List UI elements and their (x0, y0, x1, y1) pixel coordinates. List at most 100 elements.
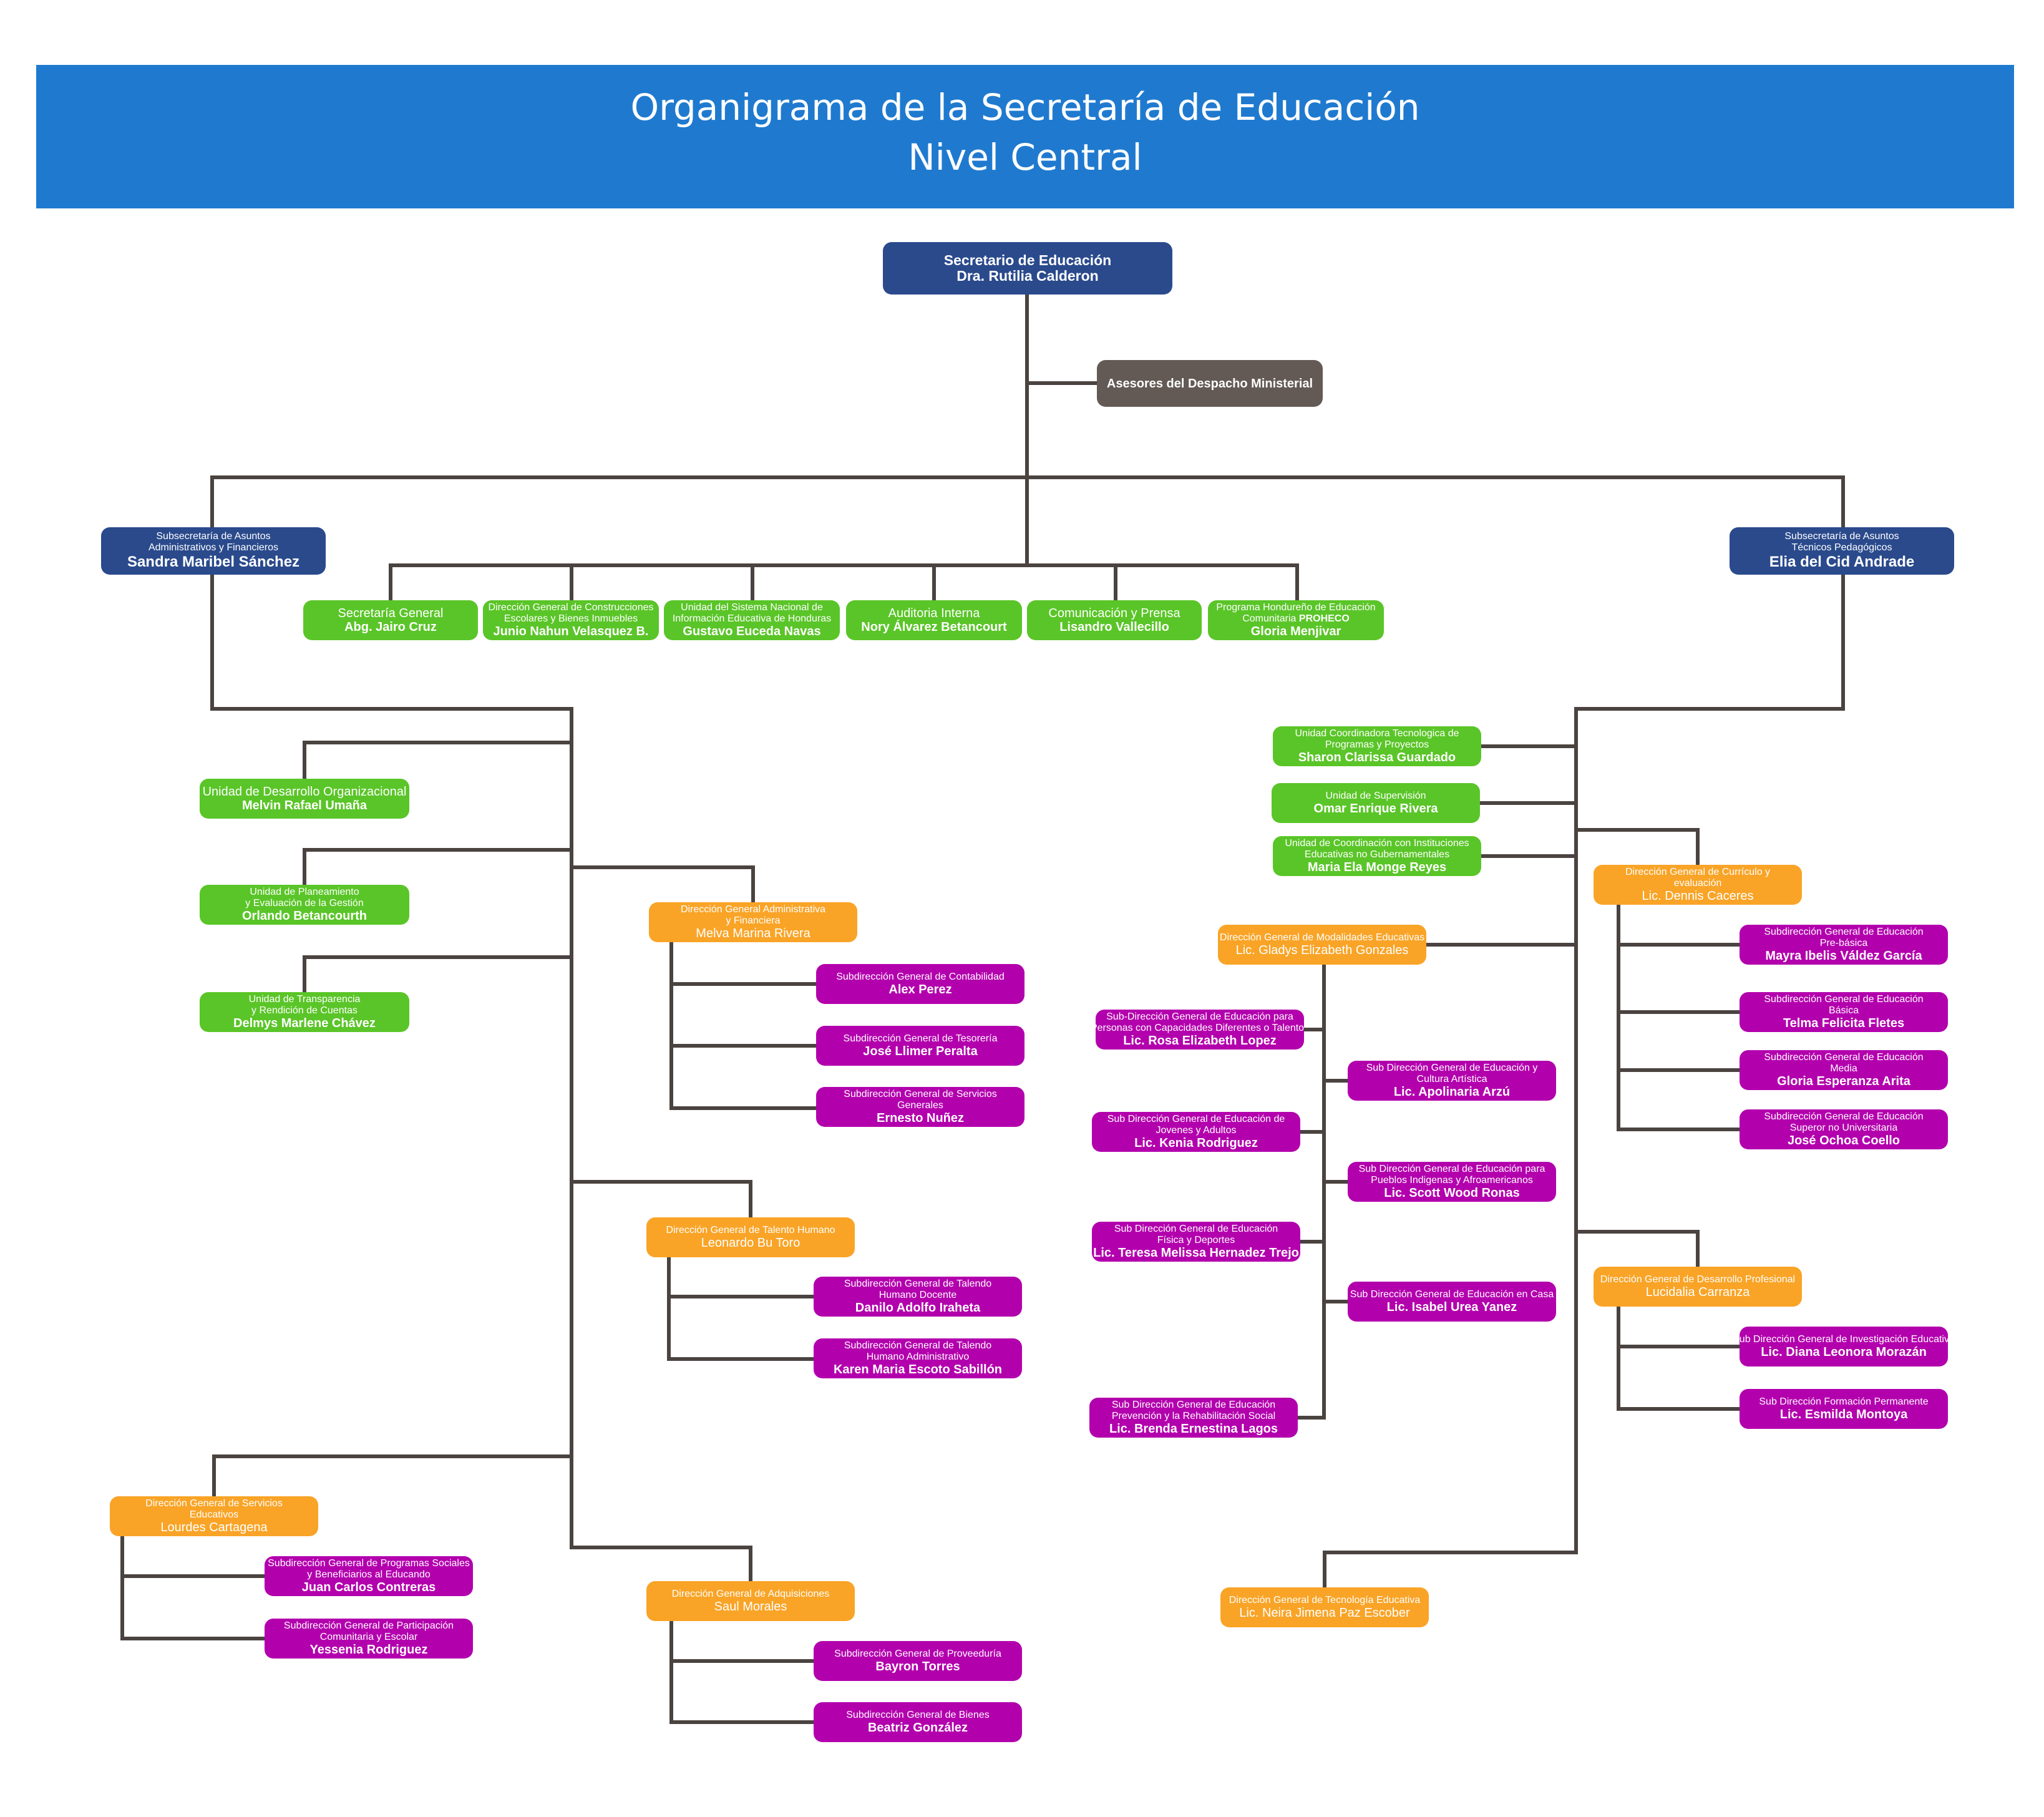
dg-administrativa: Dirección General Administrativa y Finan… (649, 902, 857, 942)
sub-talento-administrativo: Subdirección General de Talendo Humano A… (814, 1338, 1022, 1378)
unit-title-1: Dirección General de Construcciones (488, 602, 654, 613)
sub-admin-name: Sandra Maribel Sánchez (127, 553, 300, 570)
advisors-title: Asesores del Despacho Ministerial (1106, 376, 1313, 391)
sub-title-2: Pueblos Indigenas y Afroamericanos (1371, 1175, 1533, 1186)
unit-name: Gustavo Euceda Navas (683, 625, 821, 638)
sub-title-2: Humano Administrativo (866, 1352, 970, 1362)
unit-title-2: y Evaluación de la Gestión (245, 898, 364, 908)
unit-name: Gloria Menjivar (1250, 625, 1341, 638)
sub-name: Lic. Brenda Ernestina Lagos (1109, 1422, 1278, 1436)
unit-title-1: Unidad del Sistema Nacional de (681, 602, 823, 613)
header-banner: Organigrama de la Secretaría de Educació… (36, 65, 2014, 208)
unit-comunicacion-prensa: Comunicación y Prensa Lisandro Vallecill… (1027, 600, 1202, 640)
sub-title-2: y Beneficiarios al Educando (307, 1569, 431, 1580)
dg-name: Melva Marina Rivera (696, 927, 810, 940)
dg-name: Lic. Dennis Caceres (1642, 889, 1754, 903)
unit-title-2: Comunitaria PROHECO (1242, 613, 1350, 625)
sub-formacion-permanente: Sub Dirección Formación Permanente Lic. … (1740, 1389, 1948, 1429)
page-title: Organigrama de la Secretaría de Educació… (630, 86, 1420, 129)
unit-name: Delmys Marlene Chávez (233, 1016, 376, 1030)
unit-title-2: y Rendición de Cuentas (251, 1005, 358, 1016)
unit-name: Omar Enrique Rivera (1313, 802, 1438, 816)
unit-title-1: Unidad de Planeamiento (250, 887, 359, 897)
sub-contabilidad: Subdirección General de Contabilidad Ale… (816, 964, 1024, 1004)
sub-prevencion-rehabilitacion: Sub Dirección General de Educación Preve… (1089, 1398, 1298, 1438)
dg-name: Lourdes Cartagena (160, 1521, 268, 1534)
dg-name: Leonardo Bu Toro (701, 1236, 801, 1250)
sub-title-2: Cultura Artística (1416, 1074, 1487, 1084)
unit-title: Unidad de Supervisión (1325, 791, 1426, 801)
unit-title-1: Programa Hondureño de Educación (1216, 602, 1376, 613)
sub-title: Subdirección General de Proveeduría (834, 1649, 1001, 1659)
sub-jovenes-adultos: Sub Dirección General de Educación de Jo… (1092, 1112, 1300, 1152)
unit-title-1: Unidad Coordinadora Tecnologica de (1295, 728, 1459, 739)
secretary-title: Secretario de Educación (943, 252, 1112, 268)
sub-title-1: Sub Dirección General de Educación de (1107, 1114, 1285, 1124)
sub-name: Lic. Kenia Rodriguez (1134, 1136, 1258, 1150)
sub-prebasica: Subdirección General de Educación Pre-bá… (1740, 925, 1948, 965)
sub-bienes: Subdirección General de Bienes Beatriz G… (814, 1702, 1022, 1742)
dg-talento-humano: Dirección General de Talento Humano Leon… (646, 1217, 855, 1257)
sub-title-2: Básica (1828, 1005, 1859, 1016)
dg-title-2: Educativos (189, 1509, 239, 1520)
dg-name: Lic. Gladys Elizabeth Gonzales (1235, 943, 1409, 957)
unit-coordinadora-tecnologica: Unidad Coordinadora Tecnologica de Progr… (1273, 726, 1481, 766)
unit-name: Junio Nahun Velasquez B. (493, 625, 649, 638)
sub-name: Lic. Diana Leonora Morazán (1761, 1345, 1927, 1359)
sub-admin-title-2: Administrativos y Financieros (148, 542, 279, 553)
dg-title: Dirección General de Desarrollo Profesio… (1600, 1274, 1796, 1285)
dg-title-1: Dirección General Administrativa (680, 904, 826, 915)
unit-name: Sharon Clarissa Guardado (1298, 751, 1456, 764)
sub-talento-docente: Subdirección General de Talendo Humano D… (814, 1277, 1022, 1317)
unit-title: Unidad de Desarrollo Organizacional (202, 785, 407, 799)
sub-name: Telma Felicita Fletes (1783, 1016, 1905, 1030)
sub-title-2: Media (1830, 1063, 1857, 1074)
secretary-name: Dra. Rutilia Calderon (956, 268, 1099, 284)
sub-educacion-en-casa: Sub Dirección General de Educación en Ca… (1348, 1282, 1556, 1322)
unit-title: Secretaría General (338, 606, 444, 620)
sub-programas-sociales: Subdirección General de Programas Social… (265, 1556, 473, 1596)
sub-participacion-comunitaria: Subdirección General de Participación Co… (265, 1619, 473, 1659)
sub-title-2: Generales (897, 1100, 943, 1111)
unit-planeamiento: Unidad de Planeamiento y Evaluación de l… (200, 885, 409, 925)
unit-name: Orlando Betancourth (241, 909, 367, 923)
sub-title-2: Superor no Universitaria (1789, 1123, 1898, 1133)
dg-title: Dirección General de Talento Humano (666, 1225, 835, 1235)
unit-secretaria-general: Secretaría General Abg. Jairo Cruz (303, 600, 478, 640)
sub-name: Juan Carlos Contreras (301, 1581, 436, 1594)
dg-title: Dirección General de Tecnología Educativ… (1229, 1595, 1421, 1605)
sub-admin-title-1: Subsecretaría de Asuntos (156, 531, 271, 542)
dg-title-2: evaluación (1673, 878, 1722, 889)
unit-auditoria-interna: Auditoria Interna Nory Álvarez Betancour… (846, 600, 1022, 640)
unit-title-2: Escolares y Bienes Inmuebles (504, 613, 638, 624)
sub-title-1: Subdirección General de Educación (1764, 1052, 1924, 1063)
sub-name: Lic. Apolinaria Arzú (1393, 1085, 1511, 1099)
secretary-box: Secretario de Educación Dra. Rutilia Cal… (883, 242, 1172, 295)
sub-name: Lic. Teresa Melissa Hernadez Trejo (1093, 1246, 1299, 1260)
sub-admin-box: Subsecretaría de Asuntos Administrativos… (101, 527, 326, 575)
sub-tesoreria: Subdirección General de Tesorería José L… (816, 1026, 1024, 1066)
dg-adquisiciones: Dirección General de Adquisiciones Saul … (646, 1581, 855, 1621)
unit-sistema-informacion: Unidad del Sistema Nacional de Informaci… (664, 600, 840, 640)
sub-tech-title-1: Subsecretaría de Asuntos (1784, 531, 1899, 542)
sub-title-2: Pre-básica (1819, 938, 1868, 948)
sub-investigacion-educativa: Sub Dirección General de Investigación E… (1740, 1327, 1948, 1366)
sub-title-1: Subdirección General de Talendo (844, 1340, 992, 1351)
dg-servicios-educativos: Dirección General de Servicios Educativo… (110, 1496, 318, 1536)
unit-title-acronym: PROHECO (1298, 613, 1350, 624)
dg-title: Dirección General de Modalidades Educati… (1219, 932, 1425, 943)
unit-construcciones: Dirección General de Construcciones Esco… (483, 600, 659, 640)
sub-title-1: Subdirección General de Talendo (844, 1279, 992, 1289)
sub-name: Gloria Esperanza Arita (1777, 1074, 1910, 1088)
sub-title-2: Jovenes y Adultos (1156, 1125, 1237, 1136)
sub-title-2: Personas con Capacidades Diferentes o Ta… (1096, 1023, 1304, 1033)
sub-title: Sub Dirección General de Investigación E… (1740, 1334, 1948, 1345)
sub-title: Subdirección General de Bienes (846, 1710, 990, 1720)
sub-proveeduria: Subdirección General de Proveeduría Bayr… (814, 1641, 1022, 1681)
sub-title-2: Prevención y la Rehabilitación Social (1111, 1411, 1276, 1421)
dg-title: Dirección General de Adquisiciones (671, 1589, 830, 1599)
sub-title-1: Subdirección General de Educación (1764, 1111, 1924, 1122)
sub-name: Ernesto Nuñez (876, 1111, 965, 1125)
dg-name: Lic. Neira Jimena Paz Escober (1239, 1606, 1410, 1620)
